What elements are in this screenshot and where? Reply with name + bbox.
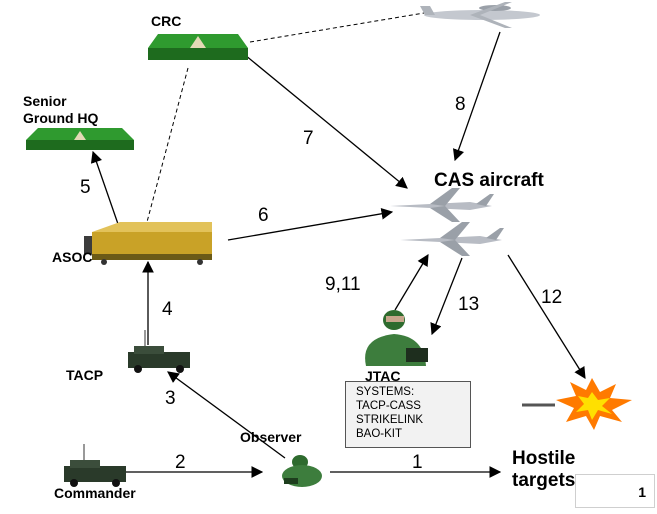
senior-hq-label-line1: Senior [23,93,67,109]
step-7-label: 7 [303,128,314,149]
cas-aircraft-label: CAS aircraft [434,170,544,191]
arrow-9-11 [394,253,429,311]
step-9-11-label: 9,11 [325,274,361,295]
arrow-6 [227,208,394,241]
systems-item: TACP-CASS [356,400,421,412]
step-1-label: 1 [412,452,423,473]
jtac-soldier-icon [365,310,428,366]
arrow-8 [452,31,501,162]
awacs-aircraft-icon [420,2,540,28]
step-12-label: 12 [541,287,563,308]
arrow-5 [90,150,119,225]
crc-to-aircraft-dashed-link [249,11,431,43]
step-8-label: 8 [455,94,466,115]
arrow-3 [167,371,286,459]
crc-to-asoc-dashed-link [146,67,189,223]
tacp-vehicle-icon [128,330,190,373]
systems-title: SYSTEMS: [356,386,415,398]
senior-hq-tent-icon [26,128,134,150]
step-5-label: 5 [80,177,91,198]
asoc-label: ASOC [52,249,93,265]
jtac-label: JTAC [365,368,401,384]
commander-label: Commander [54,485,136,501]
step-4-label: 4 [162,299,173,320]
observer-soldier-icon [282,455,322,487]
crc-label: CRC [151,13,182,29]
arrow-12 [507,254,586,379]
systems-item: STRIKELINK [356,414,424,426]
hostile-targets-label-line2: targets [512,470,576,491]
arrow-13 [430,257,463,336]
asoc-shelter-icon [84,222,212,265]
step-3-label: 3 [165,388,176,409]
cas-jet-icon-upper [390,188,494,222]
cas-jet-icon-lower [400,222,504,256]
commander-vehicle-icon [64,444,126,487]
step-2-label: 2 [175,452,186,473]
systems-item: BAO-KIT [356,428,403,440]
hostile-targets-label-line1: Hostile [512,448,576,469]
senior-hq-label: Senior Ground HQ [23,93,98,127]
page-number-box: 1 [575,474,655,508]
observer-label: Observer [240,429,302,445]
page-number: 1 [638,484,646,500]
senior-hq-label-line2: Ground HQ [23,110,99,126]
arrow-7 [244,54,408,189]
step-13-label: 13 [458,294,480,315]
crc-tent-icon [148,34,248,60]
tacp-label: TACP [66,367,104,383]
jtac-systems-box: SYSTEMS: TACP-CASS STRIKELINK BAO-KIT [345,381,471,448]
explosion-icon [522,378,632,430]
step-6-label: 6 [258,205,269,226]
hostile-targets-label: Hostile targets [512,448,575,492]
